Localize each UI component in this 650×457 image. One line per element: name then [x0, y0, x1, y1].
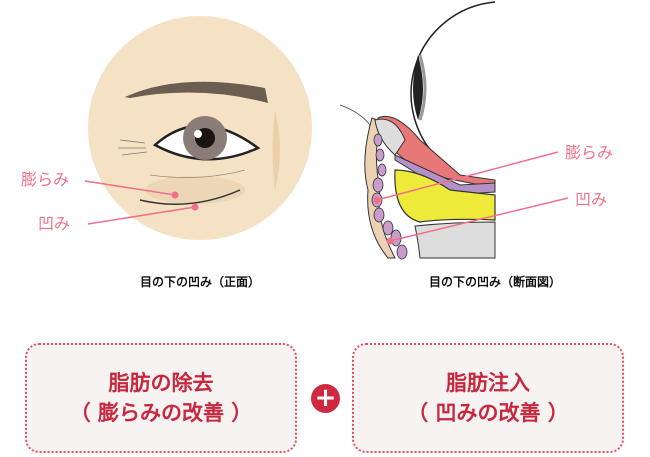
treatment-subtitle: （ 凹みの改善 ）: [407, 401, 569, 425]
section-bulge-label: 膨らみ: [565, 143, 614, 162]
eye-illustrations: [84, 1, 569, 260]
eyeball: [410, 1, 496, 166]
section-view-caption: 目の下の凹み（断面図）: [428, 275, 562, 289]
bone: [414, 221, 496, 259]
treatment-title: 脂肪の除去: [108, 371, 214, 395]
treatment-subtitle: （ 膨らみの改善 ）: [69, 401, 253, 425]
treatment-fat-injection: 脂肪注入 （ 凹みの改善 ）: [352, 343, 624, 453]
orbital-fat: [394, 169, 496, 223]
treatment-fat-removal: 脂肪の除去 （ 膨らみの改善 ）: [25, 343, 297, 453]
front-view-caption: 目の下の凹み（正面）: [139, 275, 261, 289]
front-hollow-label: 凹み: [38, 214, 71, 233]
plus-icon: +: [311, 384, 340, 413]
section-hollow-label: 凹み: [575, 190, 608, 209]
orbicularis-muscle: [371, 133, 408, 260]
front-bulge-label: 膨らみ: [21, 170, 70, 189]
front-eye-illustration: [84, 16, 312, 240]
treatment-title: 脂肪注入: [446, 371, 530, 395]
cross-section-illustration: [339, 1, 569, 260]
eyebrow: [125, 81, 268, 103]
